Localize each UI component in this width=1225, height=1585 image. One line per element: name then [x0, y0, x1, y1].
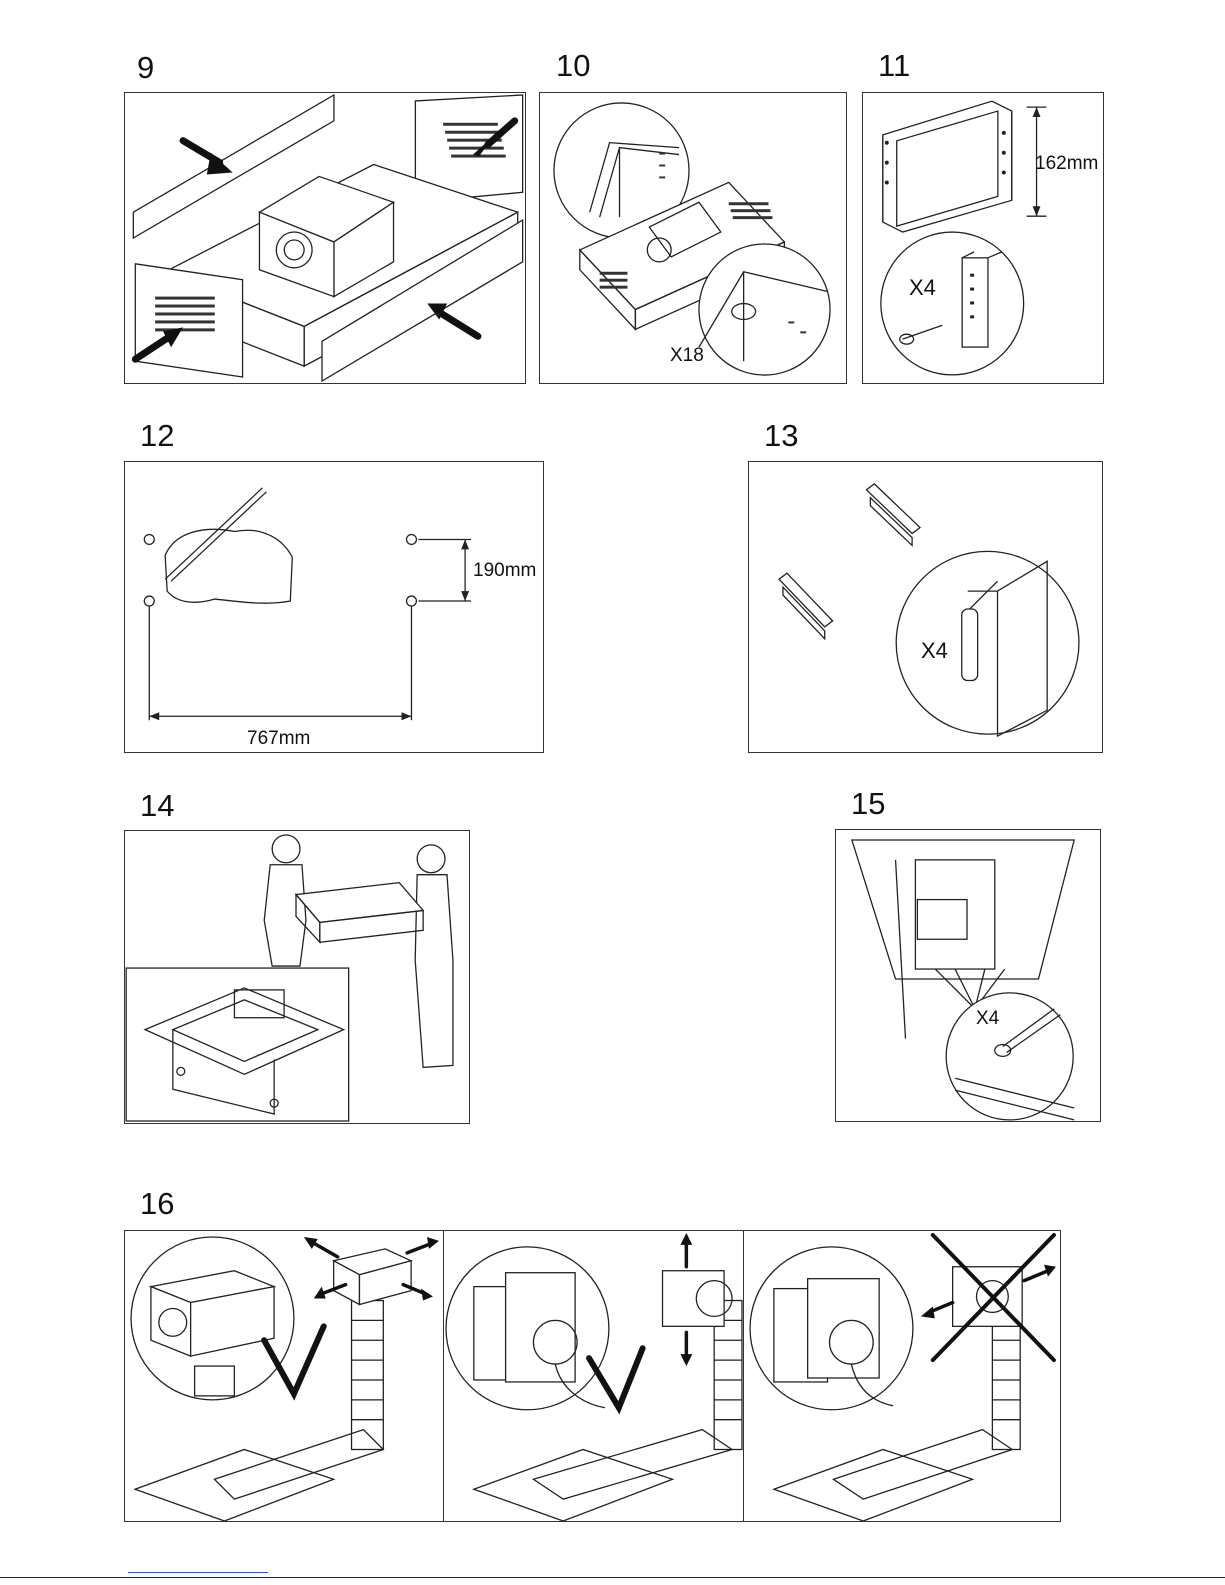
step-16-number: 16 [140, 1188, 174, 1219]
step-12-number: 12 [140, 420, 174, 451]
bracket-height-label: 162mm [1035, 153, 1098, 175]
step-16-panel-1 [124, 1230, 444, 1522]
horizontal-distance-label: 767mm [247, 728, 310, 750]
step-15-illustration: X4 [835, 829, 1101, 1122]
step-9-number: 9 [137, 52, 154, 83]
step-15-number: 15 [851, 788, 885, 819]
screw-count-label: X18 [670, 345, 704, 367]
step-16-panel-2 [443, 1230, 744, 1522]
duct-vertical-outlet-correct-drawing [125, 1231, 443, 1521]
step-10-number: 10 [556, 50, 590, 81]
hood-side-panels-drawing [125, 93, 525, 383]
step-12-illustration: 190mm 767mm [124, 461, 544, 753]
hood-fastening-drawing [836, 830, 1100, 1121]
footer-link-line [128, 1572, 268, 1573]
step-14-illustration [124, 830, 470, 1124]
step-9-illustration [124, 92, 526, 384]
drill-marking-drawing [125, 462, 543, 752]
vertical-distance-label: 190mm [473, 560, 536, 582]
screw-count-label: X4 [909, 275, 936, 301]
screw-count-label: X4 [976, 1008, 999, 1030]
step-10-illustration: X18 [539, 92, 847, 384]
footer-rule [0, 1577, 1225, 1578]
duct-side-outlet-correct-drawing [444, 1231, 743, 1521]
wall-brackets-drawing [749, 462, 1102, 752]
step-11-illustration: 162mm X4 [862, 92, 1104, 384]
step-14-number: 14 [140, 790, 174, 821]
duct-side-outlet-incorrect-drawing [744, 1231, 1060, 1521]
step-16-panel-3 [743, 1230, 1061, 1522]
screw-count-label: X4 [921, 638, 948, 664]
mounting-bracket-drawing [863, 93, 1103, 383]
step-13-illustration: X4 [748, 461, 1103, 753]
step-11-number: 11 [878, 50, 910, 81]
hood-assembly-screws-drawing [540, 93, 846, 383]
step-13-number: 13 [764, 420, 798, 451]
two-person-lift-drawing [125, 831, 469, 1123]
